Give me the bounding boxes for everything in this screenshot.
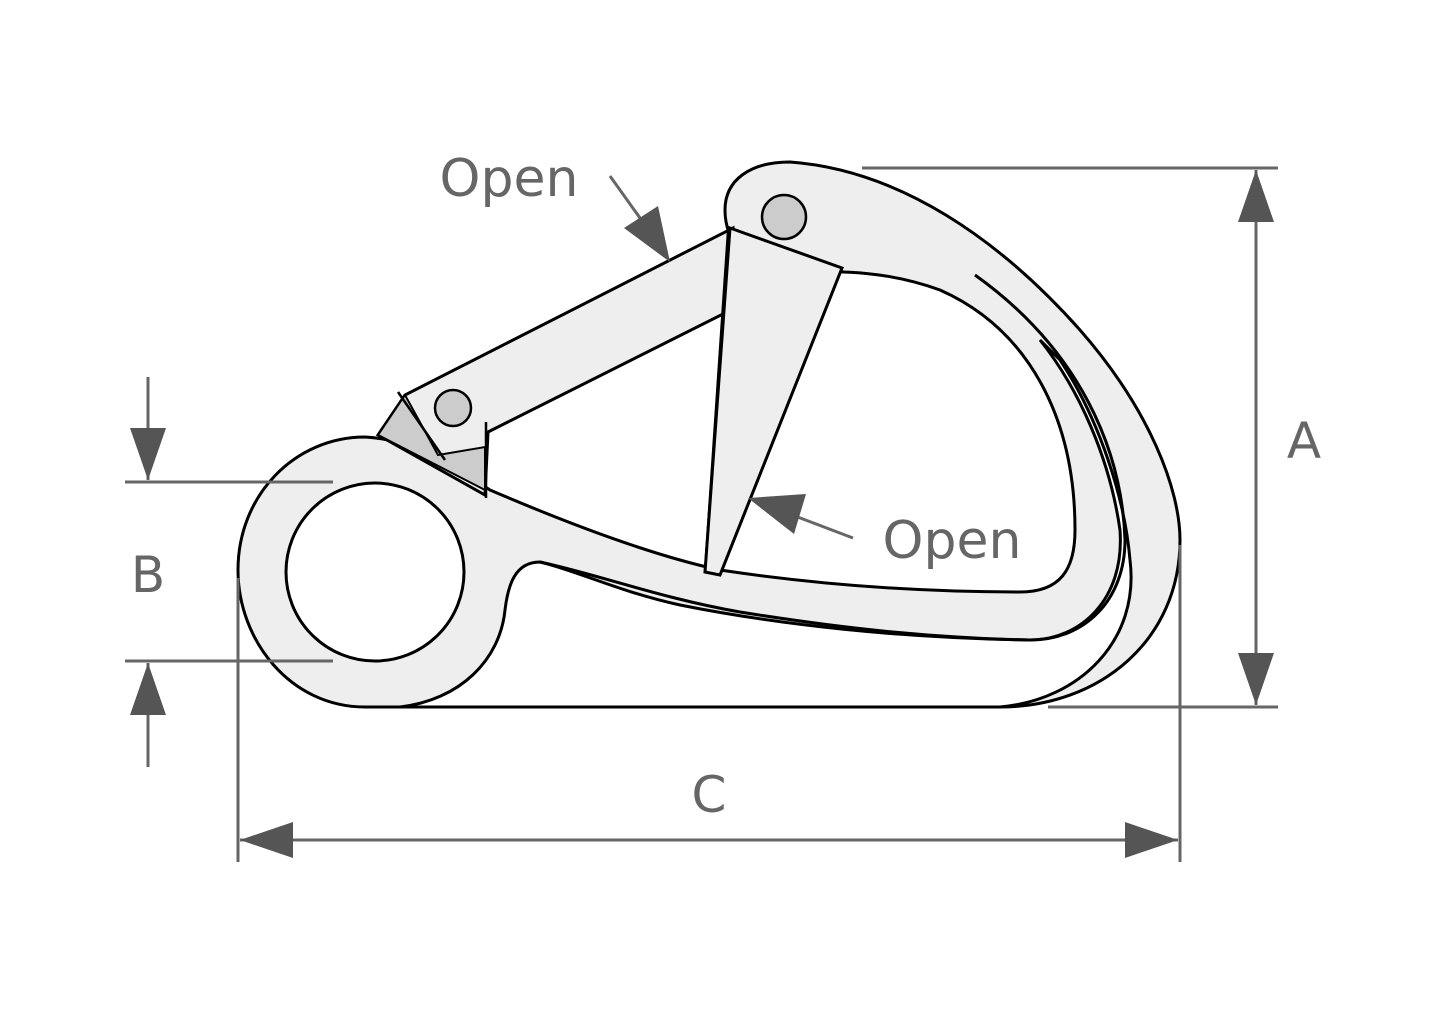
hinge-lever (703, 193, 844, 577)
open-middle-label: Open (883, 511, 1022, 571)
dimension-c-left-arrow (240, 822, 293, 858)
dimension-a-top-arrow (1238, 170, 1274, 222)
open-middle-arrowhead (748, 494, 806, 534)
open-callout-middle: Open (748, 494, 1021, 571)
dimension-a-bottom-arrow (1238, 653, 1274, 705)
dimension-b-top-arrow (130, 428, 166, 480)
dimension-b-bottom-arrow (130, 663, 166, 715)
gate-tip-wedge (376, 393, 486, 492)
dimension-a-label: A (1287, 412, 1321, 470)
hook-body (236, 160, 1182, 709)
open-middle-arrow-shaft (794, 514, 854, 540)
dimension-b-label: B (131, 546, 165, 604)
snap-hook (236, 160, 1182, 709)
gate-tip-line (396, 391, 447, 461)
lever-left-edge (703, 231, 730, 573)
dimension-c-right-arrow (1125, 822, 1178, 858)
open-top-arrowhead (624, 206, 670, 262)
open-top-label: Open (440, 149, 579, 209)
eye-hole (284, 481, 466, 663)
dimension-b: B (125, 377, 333, 767)
dimension-c-label: C (692, 766, 727, 824)
open-callout-top: Open (440, 149, 670, 262)
gate-arm (375, 225, 737, 498)
dimension-a: A (862, 166, 1321, 709)
inner-throat-edge (539, 273, 1127, 642)
hinge-rivet (760, 193, 808, 241)
lever-right-edge (718, 267, 844, 576)
gate-rivet (433, 388, 473, 428)
dimension-c: C (236, 545, 1182, 862)
